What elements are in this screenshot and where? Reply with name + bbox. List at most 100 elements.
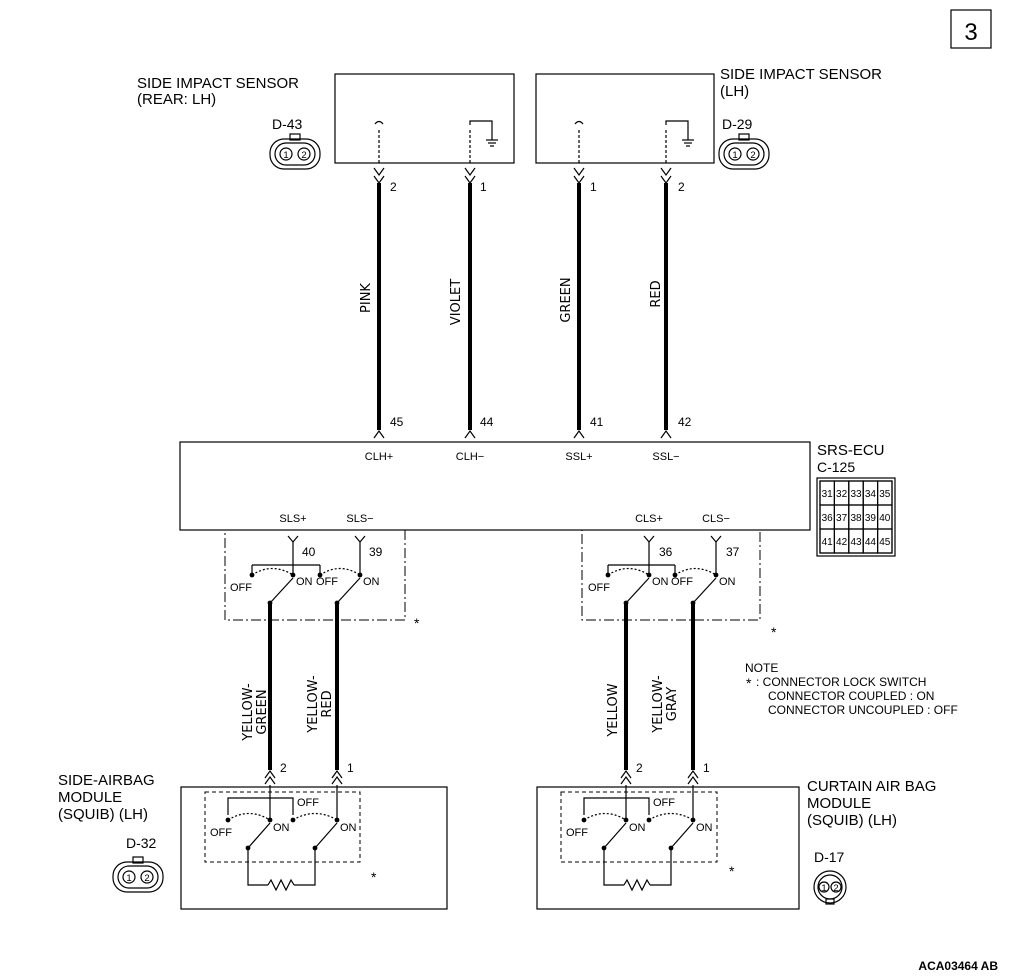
switch-off-label: OFF [297, 797, 319, 809]
bottom-wires: YELLOW- GREEN 2 YELLOW- RED 1 YELLOW 2 Y… [241, 603, 710, 785]
switch-on-label: ON [340, 822, 357, 834]
switch-on-label: ON [652, 576, 669, 588]
note-line-3: CONNECTOR UNCOUPLED : OFF [768, 703, 958, 717]
switch-on-label: ON [273, 822, 290, 834]
ecu-connector-pin-number: 39 [865, 513, 877, 524]
sensor-rear-body [334, 73, 515, 164]
ecu-pin-label: 39 [369, 545, 383, 559]
switch-off-label: OFF [210, 827, 232, 839]
wire-violet: VIOLET 44 [449, 167, 494, 439]
ecu-pin-label: 37 [726, 545, 740, 559]
svg-text:2: 2 [750, 150, 755, 161]
curtain-airbag-module: CURTAIN AIR BAG MODULE (SQUIB) (LH) D-17… [536, 778, 936, 910]
ecu-terminal-label: SSL− [652, 451, 679, 463]
page-number-box: 3 [950, 9, 992, 49]
ecu-connector-pin-number: 41 [822, 537, 834, 548]
ecu-connector-pin-number: 45 [879, 537, 891, 548]
figure-code: ACA03464 AB [918, 959, 998, 973]
ecu-terminal-label: CLS− [702, 513, 730, 525]
switch-on-label: ON [296, 576, 313, 588]
wire-color-label: RED [320, 690, 335, 717]
sensor-rear-title: SIDE IMPACT SENSOR [137, 75, 299, 92]
switch-on-label: ON [696, 822, 713, 834]
curtain-airbag-title-3: (SQUIB) (LH) [807, 812, 897, 829]
ecu-lock-switch-right: * 36 OFF ON 37 OFF ON [581, 529, 777, 640]
note-block: NOTE * : CONNECTOR LOCK SWITCH CONNECTOR… [745, 661, 958, 717]
top-wires: PINK 45 VIOLET 44 GREEN 41 RED 42 [359, 167, 692, 439]
srs-ecu-body [179, 441, 811, 531]
wire-color-label: GREEN [559, 277, 574, 322]
asterisk-marker: * [371, 869, 377, 885]
wire-color-label: YELLOW [606, 683, 621, 737]
sensor-lh-subtitle: (LH) [720, 83, 749, 100]
ecu-connector-pin-number: 34 [865, 489, 877, 500]
sensor-lh-pin-b: 2 [678, 180, 685, 194]
side-airbag-title-1: SIDE-AIRBAG [58, 772, 155, 789]
switch-off-label: OFF [588, 582, 610, 594]
connector-plug-icon: 1 2 [112, 856, 164, 893]
wire-yellow-gray: YELLOW- GRAY 1 [651, 603, 710, 785]
ecu-terminal-label: CLH− [456, 451, 484, 463]
ecu-pin-label: 36 [659, 545, 673, 559]
switch-on-label: ON [363, 576, 380, 588]
ecu-connector-pin-number: 36 [822, 513, 834, 524]
connector-plug-icon: 1 2 [269, 133, 321, 170]
sensor-element-icon [374, 120, 384, 125]
ecu-terminal-label: CLS+ [635, 513, 663, 525]
ecu-connector-pin-number: 33 [850, 489, 862, 500]
ecu-connector-pin-number: 37 [836, 513, 848, 524]
ecu-pin-label: 45 [390, 415, 404, 429]
ecu-terminal-label: SSL+ [565, 451, 592, 463]
sensor-rear-pin-b: 1 [480, 180, 487, 194]
svg-text:2: 2 [833, 883, 838, 894]
side-airbag-connector-id: D-32 [126, 835, 157, 851]
svg-text:1: 1 [126, 873, 131, 884]
note-line-1: : CONNECTOR LOCK SWITCH [756, 675, 926, 689]
ecu-connector-cell [876, 528, 893, 554]
connector-plug-icon: 1 2 [718, 133, 770, 170]
wire-color-label: YELLOW- [651, 675, 666, 734]
squib-resistor-icon [267, 878, 295, 892]
svg-text:1: 1 [283, 150, 288, 161]
ecu-pin-label: 40 [302, 545, 316, 559]
ecu-pin-label: 42 [678, 415, 692, 429]
connector-plug-icon: 1 2 [813, 870, 847, 905]
ecu-terminal-label: CLH+ [365, 451, 393, 463]
srs-ecu: CLH+ CLH− SSL+ SSL− SLS+ SLS− CLS+ CLS− … [179, 441, 896, 557]
sensor-rear-connector-id: D-43 [272, 116, 303, 132]
sensor-lh-title: SIDE IMPACT SENSOR [720, 66, 882, 83]
ecu-connector-pin-number: 43 [850, 537, 862, 548]
module-pin-label: 2 [280, 761, 287, 775]
curtain-airbag-connector-id: D-17 [814, 849, 845, 865]
ecu-terminal-label: SLS+ [279, 513, 306, 525]
ecu-connector-pin-number: 31 [822, 489, 834, 500]
curtain-airbag-title-2: MODULE [807, 795, 871, 812]
wire-color-label: GRAY [665, 687, 680, 721]
note-title: NOTE [745, 661, 778, 675]
switch-off-label: OFF [566, 827, 588, 839]
svg-text:2: 2 [301, 150, 306, 161]
ecu-connector-pin-number: 32 [836, 489, 848, 500]
wire-green: GREEN 41 [559, 167, 604, 439]
ecu-connector-pin-number: 44 [865, 537, 877, 548]
squib-resistor-icon [623, 878, 651, 892]
note-line-2: CONNECTOR COUPLED : ON [768, 689, 934, 703]
sensor-element-icon [574, 120, 584, 125]
ecu-connector-pin-number: 42 [836, 537, 848, 548]
svg-text:1: 1 [821, 883, 826, 894]
ecu-title: SRS-ECU [817, 442, 885, 459]
switch-on-label: ON [629, 822, 646, 834]
switch-off-label: OFF [316, 576, 338, 588]
curtain-airbag-body [536, 786, 800, 910]
sensor-rear-lh: SIDE IMPACT SENSOR (REAR: LH) D-43 1 2 2… [137, 73, 515, 194]
ecu-pin-label: 44 [480, 415, 494, 429]
asterisk-marker: * [414, 615, 420, 631]
side-airbag-title-3: (SQUIB) (LH) [58, 806, 148, 823]
wire-yellow: YELLOW 2 [606, 603, 643, 785]
side-airbag-module: SIDE-AIRBAG MODULE (SQUIB) (LH) D-32 1 2… [58, 772, 448, 910]
curtain-airbag-title-1: CURTAIN AIR BAG [807, 778, 936, 795]
sensor-rear-pin-a: 2 [390, 180, 397, 194]
